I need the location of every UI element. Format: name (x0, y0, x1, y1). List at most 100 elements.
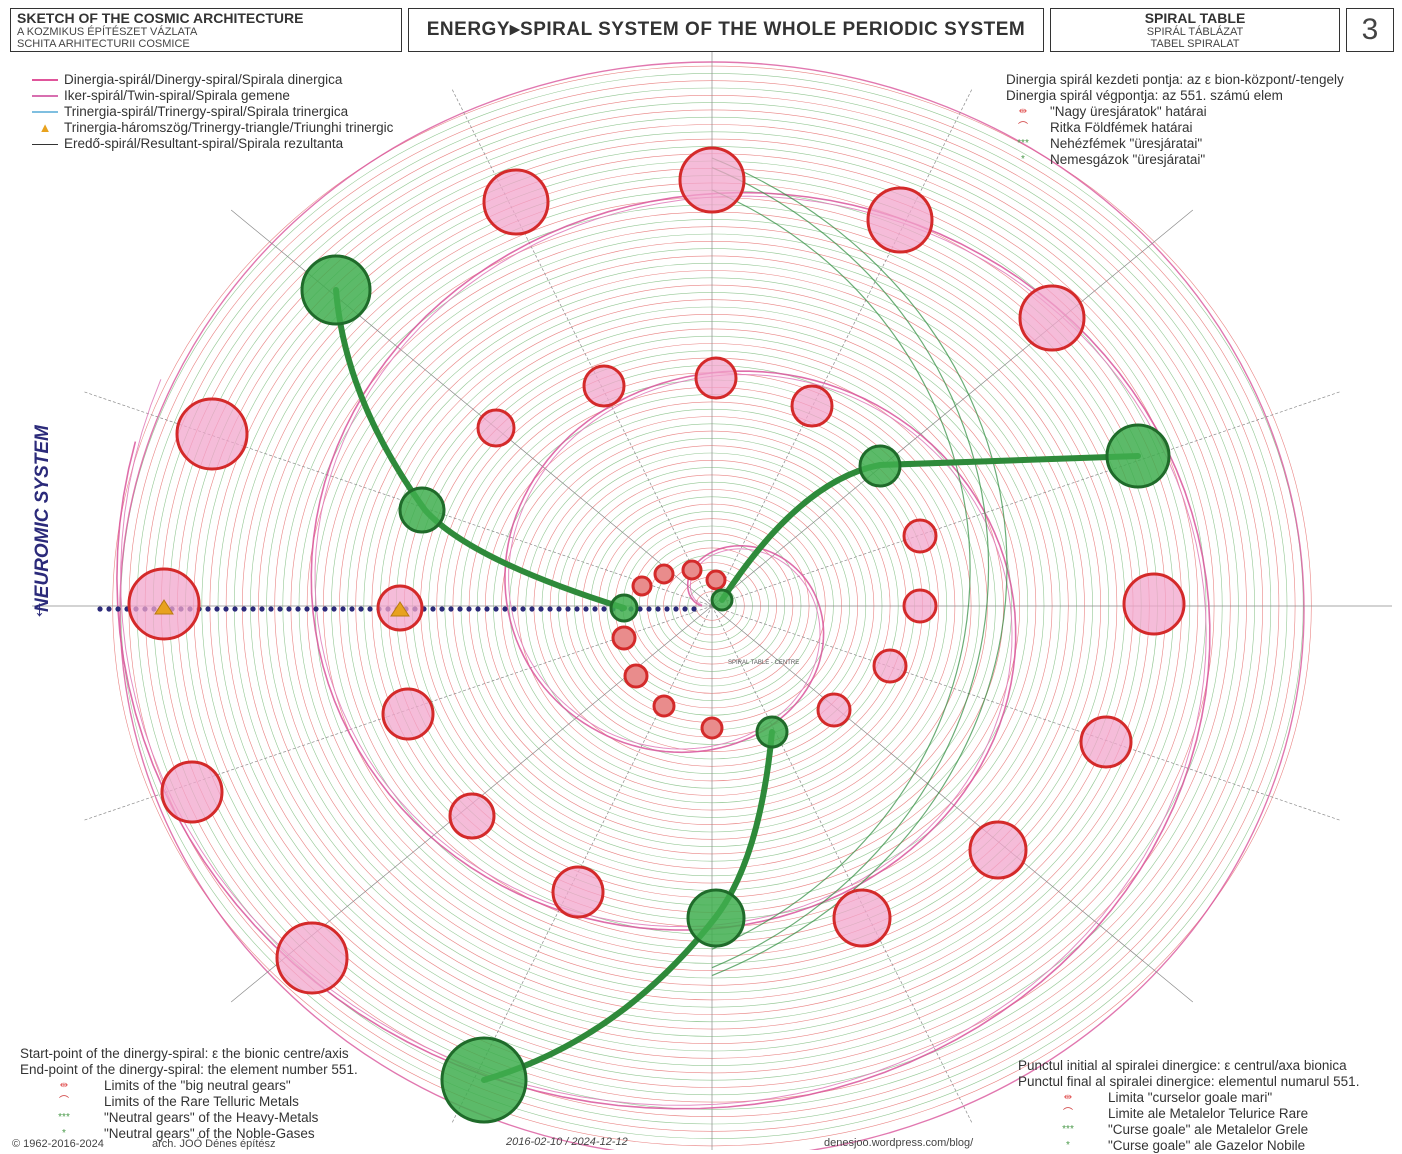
neuromic-dot (115, 606, 121, 612)
neuromic-dot (223, 606, 229, 612)
neuromic-dot (646, 606, 652, 612)
neuromic-dot (286, 606, 292, 612)
green-arc (711, 167, 990, 969)
legend-line: Punctul initial al spiralei dinergice: ε… (1018, 1058, 1347, 1073)
legend-top-right: Dinergia spirál kezdeti pontja: az ε bio… (1006, 72, 1344, 168)
neuromic-dot (673, 606, 679, 612)
green-arc (711, 189, 971, 950)
axis-line (451, 88, 713, 607)
pink-gear (476, 408, 516, 448)
legend-line: Dinergia spirál végpontja: az 551. számú… (1006, 88, 1283, 103)
green-gear (300, 254, 372, 326)
header-left-ro: SCHITA ARHITECTURII COSMICE (17, 38, 190, 50)
pink-gear (678, 146, 746, 214)
small-gear (700, 716, 724, 740)
neuromic-dot (484, 606, 490, 612)
small-gear (631, 575, 653, 597)
small-gear (653, 563, 675, 585)
legend-label: Iker-spirál/Twin-spiral/Spirala gemene (64, 88, 290, 103)
neuromic-dot (529, 606, 535, 612)
green-arcs (711, 157, 1008, 977)
legend-bottom-left: Start-point of the dinergy-spiral: ε the… (20, 1046, 358, 1142)
neuromic-dot (547, 606, 553, 612)
neuromic-dot (655, 606, 661, 612)
legend-label: Eredő-spirál/Resultant-spiral/Spirala re… (64, 136, 344, 151)
pink-gear (816, 692, 852, 728)
triangle-marker (154, 599, 174, 615)
legend-spirals: Dinergia-spirál/Dinergy-spiral/Spirala d… (32, 72, 393, 152)
legend-item: ⌒ Limits of the Rare Telluric Metals (20, 1094, 358, 1110)
neuromic-dot (241, 606, 247, 612)
legend-line: Punctul final al spiralei dinergice: ele… (1018, 1074, 1360, 1089)
legend-label: "Neutral gears" of the Noble-Gases (104, 1126, 315, 1141)
limit-marker-icon: ⇹ (59, 1080, 69, 1091)
neuromic-dot (538, 606, 544, 612)
neuromic-dot (322, 606, 328, 612)
side-label-text: NEUROMIC SYSTEM (32, 424, 53, 612)
centre-label: SPIRAL TABLE - CENTRE (728, 660, 799, 666)
axis-line (451, 605, 713, 1124)
legend-label: "Neutral gears" of the Heavy-Metals (104, 1110, 319, 1125)
header-left-hu: A KOZMIKUS ÉPÍTÉSZET VÁZLATA (17, 26, 198, 38)
small-gear (611, 625, 637, 651)
legend-label: Nemesgázok "üresjáratai" (1050, 152, 1206, 167)
neuromic-dot (430, 606, 436, 612)
neuromic-dot (214, 606, 220, 612)
neuromic-dot (493, 606, 499, 612)
rare-marker-icon: ⌒ (59, 1096, 69, 1107)
neuromic-dot (601, 606, 607, 612)
neuromic-dot (475, 606, 481, 612)
legend-label: Limite ale Metalelor Telurice Rare (1108, 1106, 1309, 1121)
page-title: ENERGY▸SPIRAL SYSTEM OF THE WHOLE PERIOD… (426, 19, 1026, 40)
pink-gear (968, 820, 1028, 880)
rare-marker-icon: ⌒ (1018, 122, 1028, 133)
neuromic-dot (457, 606, 463, 612)
pink-gear (902, 518, 938, 554)
resultant-link (333, 287, 627, 611)
swatch-resultant (32, 143, 58, 145)
triangle-icon: ▲ (38, 120, 52, 135)
axis-line (711, 209, 1194, 607)
neuromic-dot (637, 606, 643, 612)
legend-item: ***"Curse goale" ale Metalelor Grele (1018, 1122, 1359, 1138)
neuromic-dot (556, 606, 562, 612)
small-gear (652, 694, 676, 718)
neuromic-dot (574, 606, 580, 612)
legend-label: Trinergia-háromszög/Trinergy-triangle/Tr… (64, 120, 394, 135)
legend-label: Limits of the Rare Telluric Metals (104, 1094, 299, 1109)
pink-gear (582, 364, 626, 408)
pink-gear (551, 865, 605, 919)
neuromic-dot (259, 606, 265, 612)
swatch-trinergy (32, 111, 58, 113)
legend-item: ***Nehézfémek "üresjáratai" (1006, 136, 1344, 152)
heavy-marker-icon: *** (1017, 138, 1029, 149)
legend-item: *** "Neutral gears" of the Heavy-Metals (20, 1110, 358, 1126)
legend-label: Dinergia-spirál/Dinergy-spiral/Spirala d… (64, 72, 343, 87)
pink-gear (381, 687, 435, 741)
legend-item: ▲ Trinergia-háromszög/Trinergy-triangle/T… (32, 120, 394, 136)
legend-label: "Curse goale" ale Metalelor Grele (1108, 1122, 1309, 1137)
neuromic-dot (466, 606, 472, 612)
legend-item: ⇹ Limits of the "big neutral gears" (20, 1078, 358, 1094)
axis-line (711, 605, 1194, 1003)
legend-label: "Nagy üresjáratok" határai (1050, 104, 1207, 119)
footer-copyright: © 1962-2016-2024 (12, 1138, 104, 1150)
swatch-dinergy (32, 79, 58, 81)
axis-line (711, 391, 1341, 607)
small-gear (705, 569, 727, 591)
header-left: SKETCH OF THE COSMIC ARCHITECTURE A KOZM… (10, 8, 402, 52)
swatch-twin (32, 95, 58, 97)
neuromic-dot (313, 606, 319, 612)
neuromic-dot (205, 606, 211, 612)
noble-marker-icon: * (1066, 1140, 1070, 1151)
green-gear (440, 1036, 528, 1124)
radial-axes (32, 46, 1392, 1150)
green-resultant-links (333, 287, 1141, 1083)
legend-item: ⌒Ritka Földfémek határai (1006, 120, 1344, 136)
heavy-marker-icon: *** (58, 1112, 70, 1123)
legend-label: Limits of the "big neutral gears" (104, 1078, 291, 1093)
noble-marker-icon: * (1021, 154, 1025, 165)
neuromic-dot (502, 606, 508, 612)
green-gear (710, 588, 734, 612)
